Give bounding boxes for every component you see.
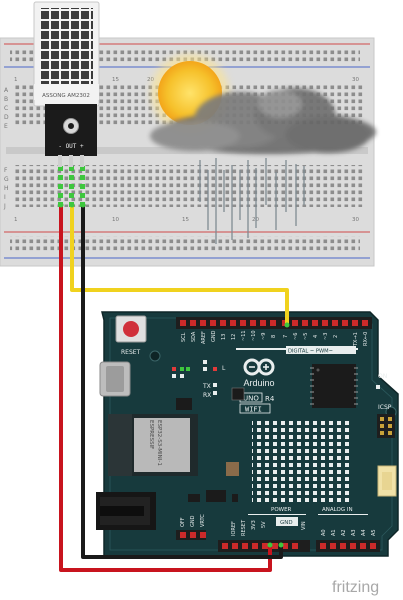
pin-scl-label: SCL [181,332,187,342]
usb-c-port[interactable] [99,361,131,397]
pin-sda-label: SDA [191,331,197,342]
pin-a1-label: A1 [331,529,337,536]
rx-label: RX [203,392,211,399]
small-chip [176,398,192,410]
dht22-sensor[interactable]: ASSONG AM2302 - OUT + [33,1,100,167]
power-header[interactable] [218,540,310,552]
usb-bridge-chip [231,387,245,401]
l-label: L [222,365,226,372]
pin-gnd-power-label: GND [280,520,293,526]
col-label-30-bottom: 30 [352,217,359,223]
sensor-model-label: ASSONG AM2302 [42,93,90,99]
icsp-header[interactable] [377,414,395,438]
pin-8-label: 8 [271,335,277,338]
row-label-j: J [3,203,6,210]
pin-a2-label: A2 [341,529,347,536]
crystal [226,462,239,476]
esp32-wifi-module: ESPRESSIF ESP32-S3-MINI-1 [108,414,198,476]
pin-5-label: ~5 [303,333,309,340]
col-label-10-bottom: 10 [112,217,119,223]
pin-gnd-label: GND [211,330,217,342]
main-microcontroller-chip [310,364,358,408]
partly-cloudy-rain-icon [150,54,376,244]
col-label-30: 30 [352,77,359,83]
row-label-d: D [4,114,9,121]
reset-button[interactable] [115,315,147,343]
row-label-b: B [4,96,8,103]
variant-label: WIFI [245,406,262,414]
on-label: ON [378,373,387,380]
pin-3v3-label: 3V3 [251,520,257,530]
revision-label: R4 [265,395,275,403]
analog-label: ANALOG IN [322,507,353,513]
pin-7-label: 7 [283,335,289,338]
col-label-1-bottom: 1 [14,217,18,223]
mounting-hole-top [149,350,161,362]
qwiic-connector[interactable] [377,465,397,497]
pin-5v-label: 5V [261,521,267,528]
rtc-header[interactable] [176,530,206,540]
module-vendor-label: ESPRESSIF [148,420,154,449]
tx-label: TX [202,383,211,390]
module-model-label: ESP32-S3-MINI-1 [156,420,162,466]
pin-3-label: ~3 [323,333,329,340]
row-label-a: A [4,87,9,94]
wire-yellow[interactable] [70,203,289,327]
pin-4-label: 4 [313,335,319,338]
pin-11-label: ~11 [241,330,247,341]
icsp-label: ICSP [378,404,392,411]
wires [58,202,290,572]
sensor-vent-grid [40,8,93,84]
terminal-strip-bottom [13,165,363,207]
pin-aref-label: AREF [201,331,207,344]
dc-barrel-jack[interactable] [96,492,156,530]
pin-a5-label: A5 [371,529,377,536]
brand-label: Arduino [243,378,274,388]
led-matrix [252,418,350,502]
pin-vrtc-label: VRTC [200,514,206,527]
pin-gnd-rtc-label: GND [190,515,196,527]
row-label-g: G [4,176,9,183]
wire-black[interactable] [81,203,283,559]
power-label: POWER [271,507,292,513]
arduino-logo-icon [243,358,275,376]
row-label-h: H [4,185,9,192]
fritzing-watermark: fritzing [332,579,379,596]
reset-label: RESET [121,349,141,356]
voltage-regulator [206,490,226,502]
sensor-pin-label: - OUT + [58,143,84,150]
row-label-i: I [4,194,6,201]
pin-a0-label: A0 [321,529,327,536]
model-label: UNO [243,395,259,403]
pin-off-label: OFF [180,517,186,527]
arduino-uno-r4-wifi-board[interactable]: RESET SCL SDA AREF GND 13 12 ~11 ~10 ~9 … [96,311,399,557]
pin-9-label: ~9 [261,333,267,340]
col-label-15: 15 [112,77,119,83]
pin-rx-label: RX←0 [363,332,369,346]
pin-vin-label: VIN [301,521,307,530]
row-label-e: E [4,123,8,130]
analog-header[interactable] [316,540,380,552]
status-leds [172,360,380,395]
col-label-20: 20 [147,77,154,83]
pin-2-label: 2 [333,335,339,338]
pin-12-label: 12 [231,334,237,340]
col-label-1: 1 [14,77,18,83]
sensor-pins [58,155,84,167]
col-label-15-bottom: 15 [182,217,189,223]
digital-header-label: DIGITAL ~ PWM~ [288,349,333,355]
row-label-c: C [4,105,8,112]
digital-header[interactable] [176,317,372,329]
row-label-f: F [4,167,8,174]
pin-a3-label: A3 [351,529,357,536]
pin-6-label: ~6 [293,333,299,340]
pin-reset-label: RESET [241,519,247,536]
pin-a4-label: A4 [361,529,367,536]
pin-ioref-label: IOREF [231,521,237,536]
pin-13-label: 13 [221,334,227,340]
pin-10-label: ~10 [251,330,257,341]
pin-tx-label: TX→1 [353,332,359,347]
bottom-power-rail [10,236,360,252]
